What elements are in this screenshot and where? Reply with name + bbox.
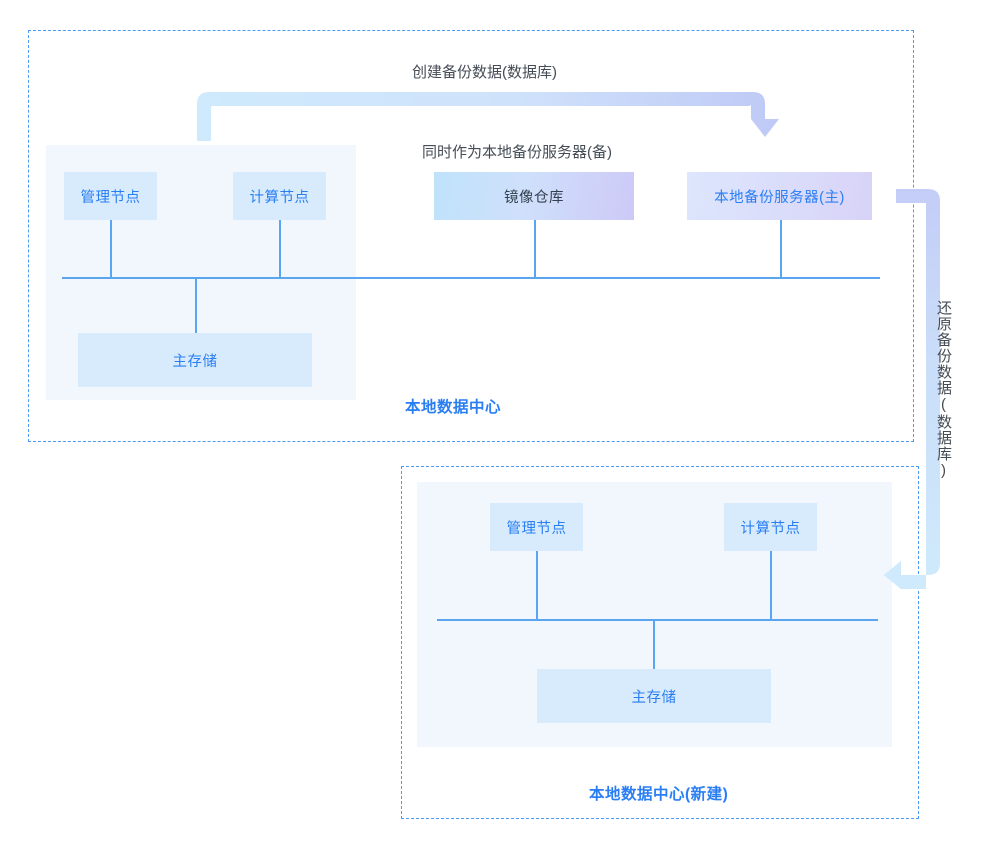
node-upper-compute[interactable]: 计算节点 — [233, 172, 326, 220]
upper-storage-stem — [195, 277, 197, 334]
upper-datacenter-title: 本地数据中心 — [405, 399, 502, 416]
node-lower-management[interactable]: 管理节点 — [490, 503, 583, 551]
node-image-registry[interactable]: 镜像仓库 — [434, 172, 634, 220]
upper-registry-stem — [534, 220, 536, 278]
node-lower-compute[interactable]: 计算节点 — [724, 503, 817, 551]
lower-datacenter-frame — [401, 466, 919, 819]
lower-datacenter-title: 本地数据中心(新建) — [589, 786, 729, 803]
lower-bus-line — [437, 619, 878, 621]
label-create-backup: 创建备份数据(数据库) — [412, 64, 557, 81]
label-restore-backup: 还原备份数据(数据库) — [935, 300, 952, 480]
lower-management-stem — [536, 551, 538, 620]
upper-compute-stem — [279, 220, 281, 278]
node-upper-management[interactable]: 管理节点 — [64, 172, 157, 220]
node-lower-storage[interactable]: 主存储 — [537, 669, 771, 723]
node-upper-storage[interactable]: 主存储 — [78, 333, 312, 387]
node-local-backup-server-primary[interactable]: 本地备份服务器(主) — [687, 172, 872, 220]
upper-backup-server-stem — [780, 220, 782, 278]
label-also-secondary-backup: 同时作为本地备份服务器(备) — [422, 144, 612, 161]
lower-storage-stem — [653, 619, 655, 670]
upper-management-stem — [110, 220, 112, 278]
upper-bus-line — [62, 277, 880, 279]
lower-compute-stem — [770, 551, 772, 620]
